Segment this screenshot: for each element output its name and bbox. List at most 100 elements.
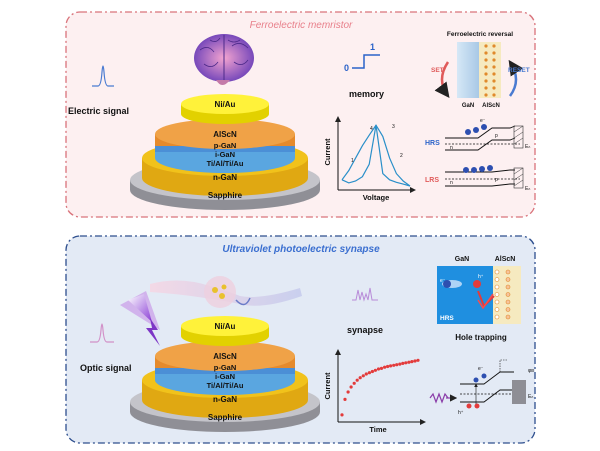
hole-trapping-caption: Hole trapping: [455, 333, 507, 342]
synapse-point: [404, 361, 408, 365]
layer-ni-au-top: Ni/Au: [215, 100, 236, 109]
layer-n-gan-top: n-GaN: [213, 173, 237, 182]
hrs-n-label: n: [450, 145, 453, 151]
fe-reversal-title: Ferroelectric reversal: [447, 31, 513, 38]
layer-sapphire-top: Sapphire: [208, 191, 243, 200]
trap-site: [505, 292, 511, 297]
band-h-label: h⁺: [458, 410, 464, 416]
iv-mark-4: 4: [370, 126, 373, 132]
memory-label: memory: [349, 89, 384, 99]
fe-set-label: SET: [431, 67, 444, 74]
iv-series-2: [341, 125, 411, 187]
synapse-point: [367, 371, 371, 375]
brain-icon: [194, 34, 254, 85]
layer-i-gan-top: i-GaN: [215, 150, 235, 159]
synapse-point: [407, 360, 411, 364]
synapse-point: [343, 397, 347, 401]
synapse-plot: Current Time: [323, 349, 426, 434]
fe-gan-label: GaN: [462, 103, 474, 109]
hrs-ef-label: Eₙ: [525, 144, 530, 150]
layer-ti-al-top: Ti/Al/Ti/Au: [207, 159, 244, 168]
layer-i-gan-bottom: i-GaN: [215, 372, 235, 381]
polarization-dot: [484, 65, 488, 69]
synapse-point: [364, 372, 368, 376]
layer-n-gan-bottom: n-GaN: [213, 395, 237, 404]
lrs-ef-label: Eₙ: [525, 186, 530, 192]
trap-site: [505, 299, 511, 305]
synapse-point: [349, 385, 353, 389]
synapse-spikes-icon: [352, 287, 378, 302]
electric-signal-label: Electric signal: [68, 106, 129, 116]
synapse-point: [416, 358, 420, 362]
iv-mark-3: 3: [392, 124, 395, 130]
hrs-e-label: e⁻: [480, 118, 486, 124]
synapse-point: [370, 369, 374, 374]
device-stack-top: [130, 94, 320, 210]
synapse-point: [346, 390, 350, 394]
electric-signal-icon: [92, 65, 114, 87]
synapse-point: [413, 359, 417, 363]
polarization-dot: [492, 58, 496, 62]
trap-site: [505, 314, 511, 320]
device-stack-bottom: [130, 316, 320, 432]
synapse-ylabel: Current: [323, 372, 332, 400]
fe-reset-label: RESET: [508, 67, 530, 74]
trap-site: [494, 269, 500, 275]
layer-ti-al-bottom: Ti/Al/Ti/Au: [207, 381, 244, 390]
hrs-label: HRS: [425, 140, 440, 147]
trap-hrs-label: HRS: [440, 315, 454, 322]
panel-top-title: Ferroelectric memristor: [250, 20, 353, 31]
polarization-dot: [484, 44, 488, 48]
synapse-point: [373, 368, 377, 372]
layer-alscn-top: AlScN: [213, 130, 237, 139]
optic-signal-label: Optic signal: [80, 363, 132, 373]
polarization-dot: [484, 72, 488, 76]
trap-gan-label: GaN: [455, 256, 469, 263]
layer-alscn-bottom: AlScN: [213, 352, 237, 361]
polarization-dot: [484, 86, 488, 90]
polarization-dot: [492, 51, 496, 55]
layer-sapphire-bottom: Sapphire: [208, 413, 243, 422]
synapse-point: [392, 363, 396, 367]
synapse-point: [340, 413, 344, 417]
hole-trapping-panel: GaN AlScN e⁻ h⁺ HRS Hole trapping: [437, 256, 521, 342]
synapse-point: [386, 364, 390, 369]
synapse-point: [383, 365, 387, 369]
lrs-n-label: n: [450, 180, 453, 186]
polarization-dot: [492, 93, 496, 97]
layer-p-gan-top: p-GaN: [214, 141, 237, 150]
synapse-point: [355, 378, 359, 382]
optic-signal-icon: [90, 323, 114, 343]
trap-site: [494, 307, 500, 312]
synapse-point: [379, 366, 384, 370]
synapse-point: [410, 360, 414, 364]
step-low: 0: [344, 63, 349, 73]
band-diagram-lrs: LRS n p Eₙ: [425, 165, 530, 192]
polarization-dot: [492, 65, 496, 69]
polarization-dot: [492, 86, 496, 90]
lrs-p-label: p: [495, 177, 498, 183]
trap-site: [505, 277, 511, 282]
iv-mark-2: 2: [400, 153, 403, 159]
trap-e-label: e⁻: [440, 278, 446, 284]
polarization-dot: [484, 93, 488, 97]
band-phi-label: φʙ: [528, 368, 534, 374]
polarization-dot: [492, 79, 496, 83]
polarization-dot: [492, 44, 496, 48]
ferroelectric-reversal: Ferroelectric reversal SET RESET GaN AlS…: [431, 31, 530, 109]
trap-site: [505, 307, 511, 312]
trap-site: [494, 314, 500, 320]
polarization-dot: [492, 72, 496, 76]
neuron-icon: [150, 276, 302, 308]
panel-photoelectric-synapse: Ultraviolet photoelectric synapse Optic …: [65, 235, 536, 444]
polarization-dot: [484, 51, 488, 55]
band-e-label: e⁻: [478, 366, 484, 372]
synapse-point: [401, 361, 405, 365]
synapse-point: [389, 364, 393, 368]
layer-ni-au-bottom: Ni/Au: [215, 322, 236, 331]
trap-site: [494, 292, 500, 297]
trap-site: [494, 284, 500, 290]
trap-site: [494, 299, 500, 305]
trap-site: [505, 269, 511, 275]
synapse-band-diagram: e⁻ h⁺ φʙ Eₙ: [429, 359, 534, 416]
